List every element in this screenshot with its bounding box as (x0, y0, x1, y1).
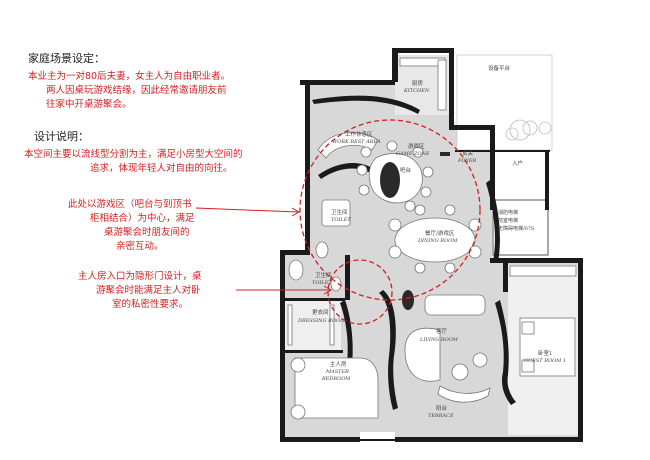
toilet-2-label-en: TOILET (312, 280, 332, 286)
dining-label-en: DINING ROOM (417, 238, 458, 244)
elevator-label-3: 无障碍电梯/07S (498, 225, 535, 232)
game-note-line-2: 柜相结合）为中心，满足 (90, 213, 195, 224)
terrace-label-en: TERRACE (428, 413, 454, 419)
work-area-label-en: WORK REST AREA (332, 139, 381, 145)
toilet-2-label-cn: 卫生间 (315, 271, 332, 279)
guest-label-cn: 卧室1 (538, 349, 553, 357)
toilet-1-label-cn: 卫生间 (331, 208, 348, 216)
master-note-line-1: 主人房入口为隐形门设计，桌 (78, 271, 202, 282)
design-title: 设计说明： (34, 130, 89, 143)
game-zone-highlight (299, 119, 481, 301)
game-zone-label-en: GAME ZONE (396, 151, 430, 157)
game-note-line-3: 桌游聚会时朋友间的 (104, 227, 190, 238)
kitchen-label-en: KITCHEN (403, 88, 430, 94)
dressing-label-en: DRESSING ROOM (297, 318, 346, 324)
entry-label: 入户 (512, 159, 523, 167)
foyer-label-en: FOYER (457, 158, 477, 164)
game-note-line-1: 此处以游戏区（吧台与到顶书 (68, 199, 192, 210)
design-line-1: 本空间主要以流线型分割为主，满足小房型大空间的 (24, 149, 243, 160)
master-label-cn: 主人房 (330, 360, 347, 368)
scene-title: 家庭场景设定： (28, 52, 105, 65)
furniture (287, 57, 577, 420)
game-zone-label-cn: 游戏区 (408, 142, 425, 150)
bar-label: 吧台 (400, 166, 412, 174)
game-note-line-4: 亲密互动。 (116, 241, 164, 252)
platform-floor (456, 54, 553, 151)
toilet-1-label-en: TOILET (331, 217, 351, 223)
scene-line-1: 本业主为一对80后夫妻，女主人为自由职业者。 (28, 71, 231, 82)
elevator-label-2: 前室电梯 (498, 217, 518, 224)
arrow-icon (195, 207, 301, 217)
arrow-icon (236, 285, 333, 295)
guest-label-en: GUEST ROOM 1 (524, 358, 566, 364)
living-label-en: LIVING ROOM (419, 337, 459, 343)
room-labels: 厨房 KITCHEN 设备平台 工作休息区 WORK REST AREA 游戏区… (297, 64, 566, 419)
design-line-2: 追求，体现年轻人对自由的向往。 (90, 163, 233, 174)
master-note-line-3: 室的私密性要求。 (112, 299, 189, 310)
elevator-label-1: 消防电梯 (498, 209, 518, 216)
kitchen-label-cn: 厨房 (412, 79, 424, 87)
plant-icon (505, 119, 552, 141)
elevator-block (492, 199, 549, 256)
dining-label-cn: 餐厅/游戏区 (425, 229, 455, 237)
foyer-label-cn: 玄关 (462, 149, 474, 157)
terrace-label-cn: 阳台 (436, 404, 448, 412)
dressing-label-cn: 更衣间 (312, 308, 329, 316)
master-note-line-2: 游聚会时能满足主人对卧 (96, 285, 201, 296)
living-label-cn: 客厅 (436, 327, 448, 335)
platform-label: 设备平台 (488, 64, 511, 72)
master-label-en-2: BEDROOM (321, 376, 351, 382)
scene-line-2: 两人因桌玩游戏结缘，因此经常邀请朋友前 (46, 85, 227, 96)
dark-accents (380, 152, 450, 310)
master-label-en-1: MASTER (325, 369, 349, 375)
work-area-label-cn: 工作休息区 (345, 130, 373, 138)
scene-line-3: 往家中开桌游聚会。 (46, 99, 132, 110)
